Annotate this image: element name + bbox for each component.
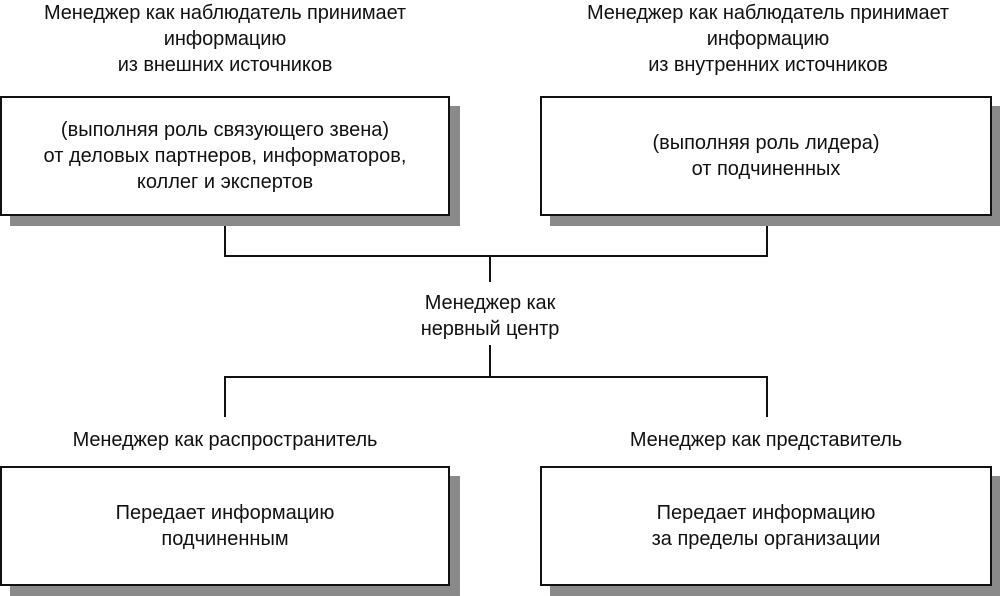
box-external-sources: (выполняя роль связующего звена) от дело… — [0, 96, 450, 216]
box-representative-text: Передает информацию за пределы организац… — [651, 502, 881, 550]
caption-observer-internal: Менеджер как наблюдатель принимает инфор… — [587, 2, 949, 76]
caption-observer-external: Менеджер как наблюдатель принимает инфор… — [44, 2, 406, 76]
caption-nerve-center: Менеджер как нервный центр — [420, 292, 560, 340]
caption-representative: Менеджер как представитель — [629, 429, 903, 451]
box-disseminator: Передает информацию подчиненным — [0, 466, 450, 586]
box-disseminator-text: Передает информацию подчиненным — [115, 502, 335, 550]
box-internal-sources: (выполняя роль лидера) от подчиненных — [540, 96, 992, 216]
box-internal-sources-text: (выполняя роль лидера) от подчиненных — [652, 132, 880, 180]
box-representative: Передает информацию за пределы организац… — [540, 466, 992, 586]
caption-disseminator: Менеджер как распространитель — [72, 429, 378, 451]
box-external-sources-text: (выполняя роль связующего звена) от дело… — [43, 119, 407, 193]
